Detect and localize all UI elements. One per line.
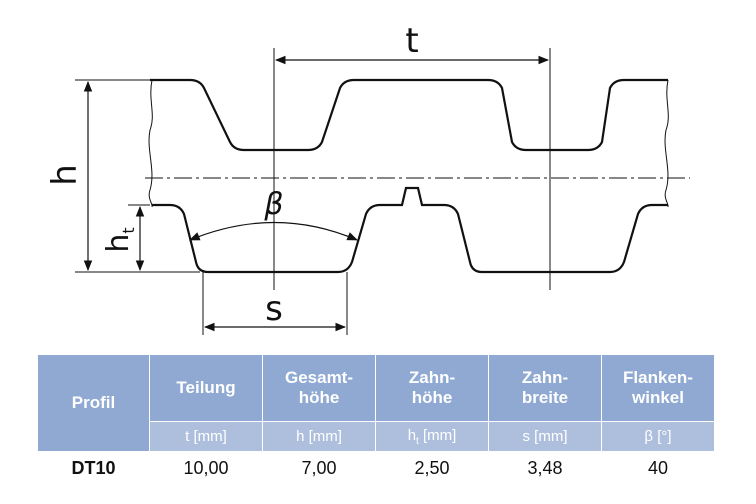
header-teilung: Teilung (149, 354, 263, 422)
unit-zahnbreite: s [mm] (488, 421, 602, 452)
header-gesamthoehe: Gesamt-höhe (262, 354, 376, 422)
belt-spec-table: Profil Teilung Gesamt-höhe Zahn-höhe Zah… (37, 354, 715, 486)
belt-bottom-outline (152, 186, 668, 274)
header-zahnbreite: Zahn-breite (488, 354, 602, 422)
unit-zahnhoehe: ht [mm] (375, 421, 489, 452)
cell-profile: DT10 (37, 451, 150, 486)
unit-gesamthoehe: h [mm] (262, 421, 376, 452)
s-label: s (265, 289, 283, 329)
beta-label: β (263, 187, 283, 222)
cell-zahnhoehe: 2,50 (375, 451, 489, 486)
header-profil: Profil (37, 354, 150, 452)
table-units-row: t [mm] h [mm] ht [mm] s [mm] β [°] (38, 421, 715, 452)
belt-top-outline (150, 78, 668, 152)
t-label: t (405, 21, 418, 61)
right-break-line (664, 79, 669, 208)
table-header-row: Profil Teilung Gesamt-höhe Zahn-höhe Zah… (37, 354, 715, 452)
cell-gesamthoehe: 7,00 (262, 451, 376, 486)
unit-teilung: t [mm] (149, 421, 263, 452)
cell-zahnbreite: 3,48 (488, 451, 602, 486)
header-zahnhoehe: Zahn-höhe (375, 354, 489, 422)
left-break-line (148, 79, 153, 208)
unit-flankenwinkel: β [°] (601, 421, 715, 452)
h-label: h (45, 164, 85, 186)
beta-arc (189, 221, 358, 241)
belt-profile-diagram: t h ht β s (45, 21, 690, 335)
table-row: DT10 10,00 7,00 2,50 3,48 40 (37, 451, 715, 486)
cell-teilung: 10,00 (149, 451, 263, 486)
ht-label-group: ht (101, 227, 138, 252)
ht-label: ht (101, 227, 138, 252)
ht-label-sub: t (119, 227, 138, 233)
header-flankenwinkel: Flanken-winkel (601, 354, 715, 422)
cell-flankenwinkel: 40 (601, 451, 715, 486)
